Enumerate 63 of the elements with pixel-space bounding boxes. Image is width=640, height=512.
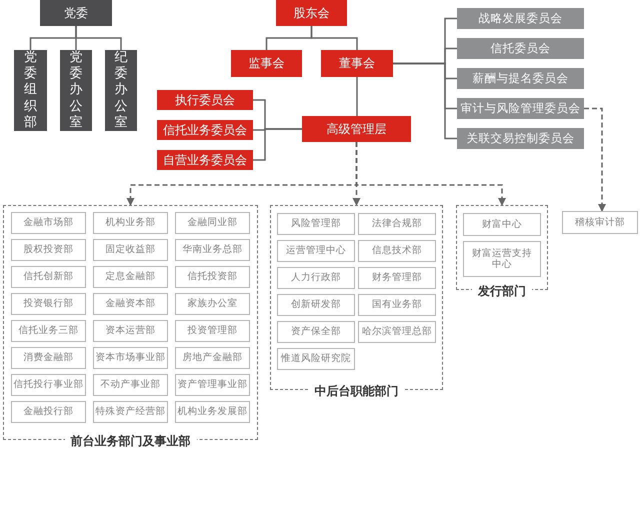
department-box: 信托投行事业部 <box>11 374 86 396</box>
department-box: 国有业务部 <box>358 294 436 316</box>
org-box: 纪委办公室 <box>105 50 137 131</box>
committee-box: 薪酬与提名委员会 <box>457 68 584 89</box>
department-box: 人力行政部 <box>277 267 355 289</box>
org-box: 党委组织部 <box>14 50 47 131</box>
department-box: 消费金融部 <box>11 347 86 369</box>
committee-box: 战略发展委员会 <box>457 8 584 29</box>
department-box: 信托创新部 <box>11 266 86 288</box>
dashed-arrow <box>356 142 506 206</box>
department-box: 财富中心 <box>463 213 541 236</box>
connector-line <box>253 128 302 161</box>
org-box: 监事会 <box>231 50 302 77</box>
department-box: 金融投行部 <box>11 401 86 423</box>
department-box: 财富运营支持中心 <box>463 241 541 277</box>
department-box: 金融市场部 <box>11 212 86 234</box>
department-box: 资本运营部 <box>93 320 168 342</box>
department-box: 机构业务部 <box>93 212 168 234</box>
connector-line <box>310 26 358 50</box>
group-label: 前台业务部门及事业部 <box>64 434 196 448</box>
group-label: 中后台职能部门 <box>308 384 404 398</box>
department-box: 投资管理部 <box>175 320 250 342</box>
department-box: 哈尔滨管理总部 <box>358 321 436 343</box>
org-box: 信托业务委员会 <box>157 120 253 140</box>
department-box: 股权投资部 <box>11 239 86 261</box>
committee-box: 信托委员会 <box>457 38 584 59</box>
department-box: 定息金融部 <box>93 266 168 288</box>
department-box: 资产管理事业部 <box>175 374 250 396</box>
department-box: 稽核审计部 <box>562 211 638 234</box>
department-box: 家族办公室 <box>175 293 250 315</box>
org-box: 党委 <box>40 0 112 26</box>
department-box: 创新研发部 <box>277 294 355 316</box>
department-box: 信托投资部 <box>175 266 250 288</box>
department-box: 惟道风险研究院 <box>277 348 355 370</box>
org-box: 董事会 <box>321 50 393 77</box>
department-box: 华南业务总部 <box>175 239 250 261</box>
department-box: 法律合规部 <box>358 213 436 235</box>
group-label: 发行部门 <box>472 284 532 298</box>
committee-box: 审计与风险管理委员会 <box>457 98 584 119</box>
dashed-arrow <box>584 108 606 212</box>
org-box: 自营业务委员会 <box>157 150 253 170</box>
department-box: 资产保全部 <box>277 321 355 343</box>
department-box: 机构业务发展部 <box>175 401 250 423</box>
department-box: 金融资本部 <box>93 293 168 315</box>
org-box: 执行委员会 <box>157 90 253 110</box>
department-box: 房地产金融部 <box>175 347 250 369</box>
department-box: 不动产事业部 <box>93 374 168 396</box>
department-box: 特殊资产经营部 <box>93 401 168 423</box>
department-box: 信托业务三部 <box>11 320 86 342</box>
org-box: 高级管理层 <box>302 116 411 142</box>
department-box: 金融同业部 <box>175 212 250 234</box>
department-box: 投资银行部 <box>11 293 86 315</box>
connector-line <box>75 26 122 50</box>
org-box: 股东会 <box>276 0 347 26</box>
department-box: 风险管理部 <box>277 213 355 235</box>
department-box: 固定收益部 <box>93 239 168 261</box>
department-box: 资本市场事业部 <box>93 347 168 369</box>
department-box: 运营管理中心 <box>277 240 355 262</box>
department-box: 财务管理部 <box>358 267 436 289</box>
org-box: 党委办公室 <box>60 50 92 131</box>
connector-line <box>356 77 358 116</box>
department-box: 信息技术部 <box>358 240 436 262</box>
committee-box: 关联交易控制委员会 <box>457 128 584 149</box>
